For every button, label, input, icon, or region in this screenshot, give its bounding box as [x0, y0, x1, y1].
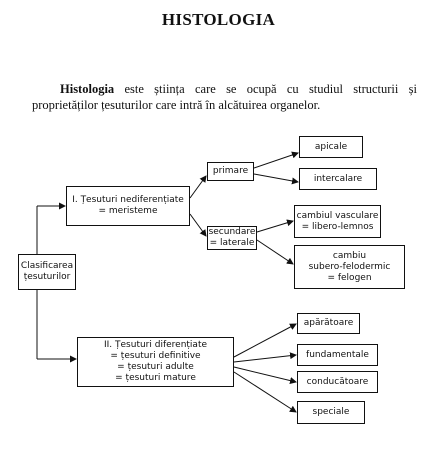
node-fundamentale: fundamentale	[297, 344, 378, 366]
node-felogen: cambiu subero-felodermic = felogen	[294, 245, 405, 289]
node-label-line: primare	[212, 166, 249, 176]
node-aparatoare: apărătoare	[297, 313, 360, 334]
node-label-line: = țesuturi adulte	[117, 362, 194, 372]
node-primare: primare	[207, 162, 254, 181]
node-apicale: apicale	[299, 136, 363, 158]
node-clasificarea: Clasificarea țesuturilor	[18, 254, 76, 290]
node-label-line: conducătoare	[306, 376, 369, 387]
node-label-line: speciale	[312, 407, 350, 417]
node-label-line: apicale	[314, 141, 348, 152]
node-label-line: = laterale	[209, 238, 255, 248]
node-secundare: secundare = laterale	[207, 226, 257, 250]
node-speciale: speciale	[297, 401, 365, 424]
node-label-line: cambiul vasculare	[296, 210, 379, 221]
node-label-line: = meristeme	[98, 206, 158, 216]
node-label-line: secundare	[208, 227, 256, 237]
node-conducatoare: conducătoare	[297, 371, 378, 393]
node-label-line: II. Țesuturi diferențiate	[103, 340, 208, 350]
node-label-line: subero-felodermic	[308, 261, 391, 272]
node-label-line: = libero-lemnos	[301, 221, 374, 232]
node-label-line: intercalare	[313, 173, 363, 184]
node-label-line: țesuturilor	[23, 272, 71, 282]
node-label-line: cambiu	[332, 250, 367, 261]
node-label-line: = țesuturi mature	[115, 373, 196, 383]
node-nediferentiate: I. Țesuturi nediferențiate = meristeme	[66, 186, 190, 226]
intro-paragraph: Histologia este știința care se ocupă cu…	[32, 81, 417, 113]
node-label-line: = țesuturi definitive	[110, 351, 201, 361]
intro-term: Histologia	[60, 82, 115, 96]
node-cambiul-vasculare: cambiul vasculare = libero-lemnos	[294, 205, 381, 238]
node-label-line: apărătoare	[303, 318, 354, 328]
node-label-line: fundamentale	[306, 349, 369, 360]
node-label-line: = felogen	[327, 272, 372, 283]
page-title: HISTOLOGIA	[161, 10, 276, 29]
node-intercalare: intercalare	[299, 168, 377, 190]
node-diferentiate: II. Țesuturi diferențiate = țesuturi def…	[77, 337, 234, 387]
node-label-line: I. Țesuturi nediferențiate	[72, 195, 184, 205]
intro-text: este știința care se ocupă cu studiul st…	[32, 82, 417, 112]
node-label-line: Clasificarea	[20, 261, 74, 271]
